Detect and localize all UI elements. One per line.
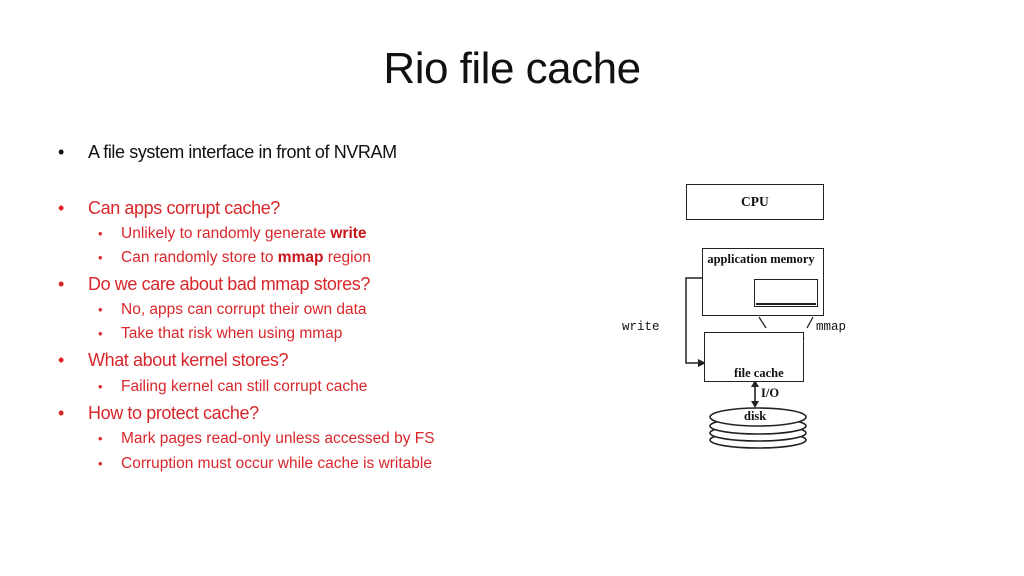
bullet-text: Can apps corrupt cache? <box>88 198 280 218</box>
bullet-text: Do we care about bad mmap stores? <box>88 274 370 294</box>
bullet-dot: • <box>58 198 64 218</box>
sub-bullet-text: Corruption must occur while cache is wri… <box>121 455 432 472</box>
bullet-text: How to protect cache? <box>88 403 259 423</box>
keyword-write: write <box>330 225 367 242</box>
cpu-box <box>686 184 824 220</box>
bullet-dot: • <box>58 403 64 423</box>
bullet-dot: • <box>98 456 103 471</box>
file-cache-label: file cache <box>734 366 784 380</box>
bullet-dot: • <box>58 274 64 294</box>
io-label: I/O <box>761 386 780 400</box>
bullet-dot: • <box>98 250 103 265</box>
sub-bullet-text: Take that risk when using mmap <box>121 325 343 342</box>
bullet-dot: • <box>98 326 103 341</box>
application-memory-label: application memory <box>707 252 815 266</box>
mmap-region-box <box>754 279 818 307</box>
file-cache-box <box>704 332 804 382</box>
bullet-text: What about kernel stores? <box>88 350 289 370</box>
mmap-region-shadow <box>756 283 816 305</box>
cpu-label: CPU <box>741 194 769 209</box>
bullet-dot: • <box>98 302 103 317</box>
bullet-dot: • <box>98 379 103 394</box>
bullet-dot: • <box>98 431 103 446</box>
diagram-connectors <box>685 277 814 449</box>
write-label: write <box>622 320 660 334</box>
sub-bullet-text: Unlikely to randomly generate <box>121 225 331 242</box>
bullet-dot: • <box>98 226 103 241</box>
bullet-dot: • <box>58 142 64 162</box>
sub-bullet-text-tail: region <box>323 249 371 266</box>
sub-bullet-text: Mark pages read-only unless accessed by … <box>121 430 435 447</box>
bullet-text: A file system interface in front of NVRA… <box>88 142 397 162</box>
bullet-dot: • <box>58 350 64 370</box>
slide-title: Rio file cache <box>383 44 641 93</box>
rio-cache-diagram: CPU application memory write mmap file c… <box>616 180 866 450</box>
mmap-label: mmap <box>816 320 847 334</box>
sub-bullet-text: No, apps can corrupt their own data <box>121 301 367 318</box>
sub-bullet-text: Failing kernel can still corrupt cache <box>121 378 368 395</box>
sub-bullet-text: Can randomly store to <box>121 249 278 266</box>
keyword-mmap: mmap <box>277 249 324 266</box>
disk-label: disk <box>744 409 767 423</box>
